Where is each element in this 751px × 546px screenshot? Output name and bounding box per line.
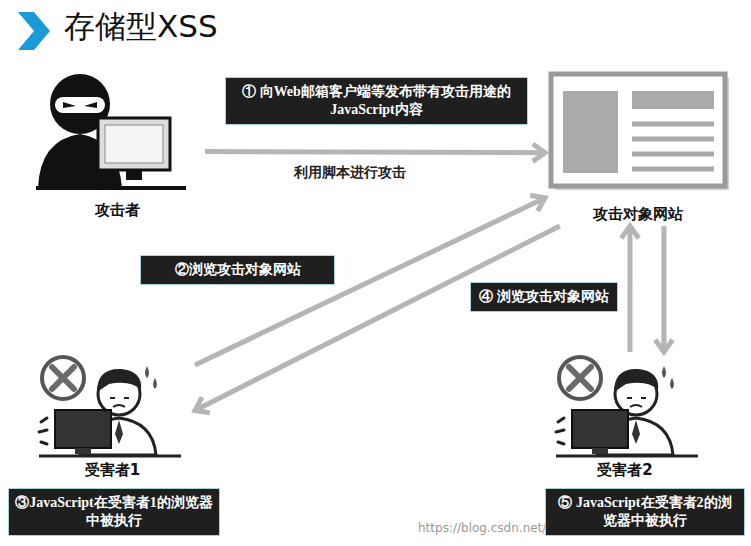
victim-node: 受害者2: [540, 352, 710, 482]
attacker-figure: [36, 74, 186, 188]
website-icon: [551, 74, 729, 190]
step-callout: ③JavaScript在受害者1的浏览器中被执行: [8, 488, 220, 536]
victim2-figure: [556, 357, 698, 456]
attacker-node: 攻击者: [30, 72, 205, 222]
connector-arrow: [205, 144, 545, 161]
step-callout: ④ 浏览攻击对象网站: [470, 282, 618, 312]
title-chevron: [18, 12, 50, 50]
arrowhead: [533, 144, 545, 161]
website-node: 攻击对象网站: [545, 70, 730, 226]
node-label: 受害者1: [85, 460, 140, 480]
step-callout: ① 向Web邮箱客户端等发布带有攻击用途的JavaScript内容: [225, 77, 528, 125]
callout-text: ⑤ JavaScript在受害者2的浏览器中被执行: [552, 494, 738, 530]
node-label: 受害者2: [597, 460, 652, 480]
step-callout: ②浏览攻击对象网站: [140, 255, 335, 285]
connector-arrow: [655, 226, 672, 352]
connector-line: [661, 226, 666, 352]
callout-text: ②浏览攻击对象网站: [147, 261, 328, 279]
arrowhead: [195, 397, 210, 413]
victim1-figure: [39, 357, 181, 456]
node-label: 攻击对象网站: [593, 204, 683, 224]
connector-line: [205, 152, 545, 153]
victim-node: 受害者1: [30, 352, 195, 482]
callout-text: ① 向Web邮箱客户端等发布带有攻击用途的JavaScript内容: [232, 83, 521, 119]
connector-line: [627, 226, 632, 352]
node-label: 攻击者: [95, 200, 140, 220]
callout-text: ④ 浏览攻击对象网站: [477, 288, 611, 306]
connector-line: [195, 226, 560, 411]
connector-arrow: [195, 226, 560, 413]
callout-text: ③JavaScript在受害者1的浏览器中被执行: [15, 494, 213, 530]
step-callout: ⑤ JavaScript在受害者2的浏览器中被执行: [545, 488, 745, 536]
connector-arrow: [621, 226, 638, 352]
diagram-title: 存储型XSS: [64, 6, 218, 46]
edge-label: 利用脚本进行攻击: [291, 163, 409, 181]
watermark: https://blog.csdn.net/: [418, 521, 546, 535]
arrowhead: [621, 226, 638, 238]
arrowhead: [530, 195, 545, 211]
arrowhead: [655, 340, 672, 352]
